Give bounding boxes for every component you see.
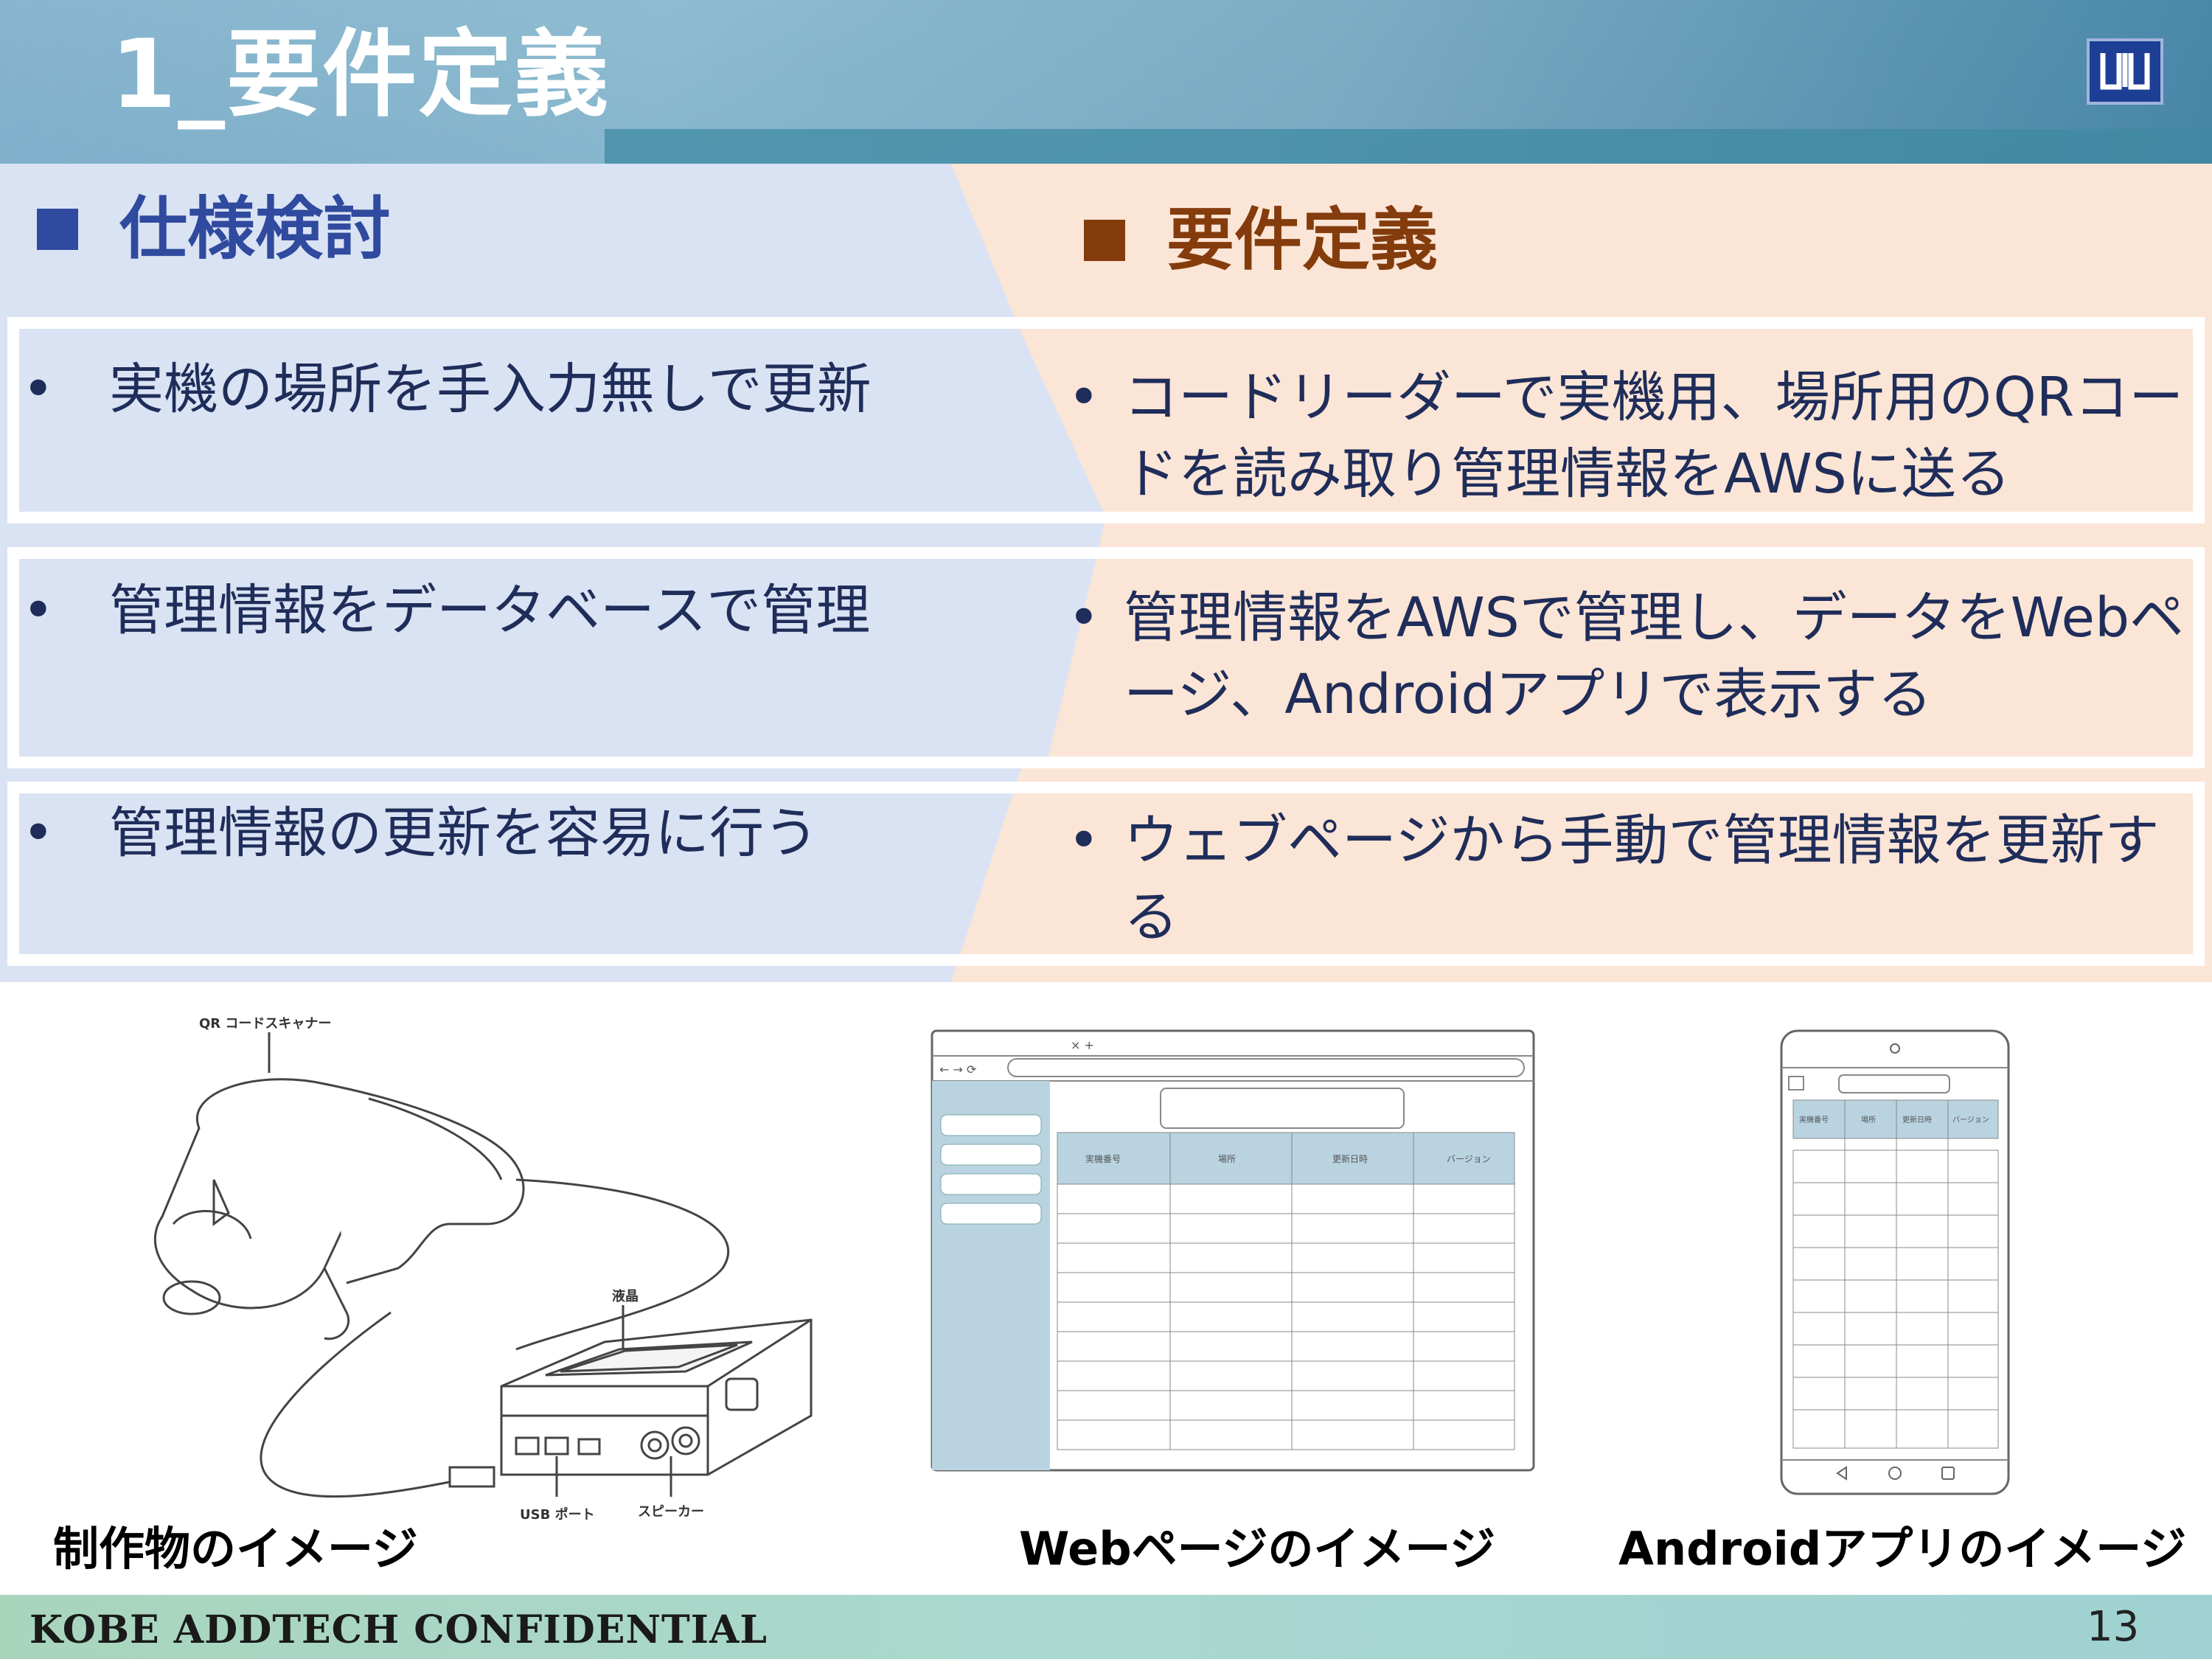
- bullet-icon: •: [22, 801, 55, 865]
- square-bullet-icon: [1084, 220, 1125, 261]
- spec-item: • 管理情報の更新を容易に行う: [22, 795, 995, 872]
- lcd-label: 液晶: [612, 1288, 639, 1304]
- device-caption: 制作物のイメージ: [53, 1522, 418, 1576]
- requirement-heading-text: 要件定義: [1166, 201, 1439, 279]
- spec-text: 管理情報の更新を容易に行う: [109, 801, 818, 865]
- android-col-4: バージョン: [1952, 1116, 1989, 1124]
- spec-item: • 管理情報をデータベースで管理: [22, 572, 995, 649]
- bullet-icon: •: [1068, 586, 1100, 650]
- back-icon: [1836, 1466, 1847, 1481]
- slide-title: 1_要件定義: [111, 20, 611, 130]
- requirement-item: • ウェブページから手動で管理情報を更新する: [1068, 802, 2196, 956]
- row-frame-3: [7, 782, 2205, 966]
- android-app-mockup: 実機番号 場所 更新日時 バージョン: [1778, 1028, 2011, 1497]
- spec-item: • 実機の場所を手入力無しで更新: [22, 351, 995, 428]
- speaker-label: スピーカー: [638, 1504, 704, 1520]
- svg-text:× +: × +: [1071, 1038, 1094, 1052]
- web-page-mockup: ← → ⟳ × + 実機番号 場所 更新日時 バージョン: [931, 1029, 1535, 1472]
- usb-port-label: USB ポート: [520, 1506, 595, 1523]
- android-col-1: 実機番号: [1799, 1115, 1829, 1124]
- home-icon: [1888, 1467, 1902, 1480]
- logo-mark-icon: [2100, 53, 2150, 90]
- scanner-label: QR コードスキャナー: [199, 1016, 331, 1032]
- title-bar-strip: [605, 129, 2212, 164]
- web-col-3: 更新日時: [1332, 1153, 1368, 1164]
- web-col-2: 場所: [1218, 1154, 1236, 1164]
- requirement-item: • コードリーダーで実機用、場所用のQRコードを読み取り管理情報をAWSに送る: [1068, 359, 2196, 512]
- requirement-text: 管理情報をAWSで管理し、データをWebページ、Androidアプリで表示する: [1124, 586, 2185, 726]
- requirement-column-background: [951, 164, 2212, 982]
- spec-text: 管理情報をデータベースで管理: [109, 579, 871, 642]
- spec-heading-text: 仕様検討: [119, 189, 392, 268]
- bullet-icon: •: [22, 358, 55, 421]
- page-number: 13: [2087, 1603, 2140, 1651]
- android-caption: Androidアプリのイメージ: [1618, 1522, 2187, 1576]
- bullet-icon: •: [1068, 809, 1100, 872]
- requirement-item: • 管理情報をAWSで管理し、データをWebページ、Androidアプリで表示す…: [1068, 580, 2196, 733]
- company-logo: [2087, 38, 2163, 105]
- row-frame-2: [7, 547, 2205, 768]
- web-col-4: バージョン: [1447, 1154, 1491, 1164]
- android-col-2: 場所: [1861, 1115, 1876, 1124]
- spec-text: 実機の場所を手入力無しで更新: [109, 358, 872, 421]
- web-col-1: 実機番号: [1085, 1153, 1121, 1164]
- bullet-icon: •: [22, 579, 55, 642]
- footer-bar: [0, 1595, 2212, 1659]
- row-frame-1: [7, 317, 2205, 524]
- recent-apps-icon: [1941, 1467, 1955, 1480]
- web-caption: Webページのイメージ: [1019, 1522, 1496, 1576]
- android-col-3: 更新日時: [1902, 1115, 1932, 1124]
- requirement-heading: 要件定義: [1084, 206, 1438, 274]
- device-illustration: QR コードスキャナー 液晶 USB ポート スピーカー: [103, 1003, 841, 1534]
- square-bullet-icon: [37, 209, 78, 250]
- requirement-text: コードリーダーで実機用、場所用のQRコードを読み取り管理情報をAWSに送る: [1124, 366, 2184, 506]
- title-bar: [0, 0, 2212, 164]
- spec-heading: 仕様検討: [37, 195, 391, 263]
- footer-confidential: KOBE ADDTECH CONFIDENTIAL: [29, 1607, 768, 1652]
- requirement-text: ウェブページから手動で管理情報を更新する: [1124, 809, 2160, 949]
- bullet-icon: •: [1068, 366, 1100, 429]
- svg-text:← → ⟳: ← → ⟳: [939, 1062, 977, 1077]
